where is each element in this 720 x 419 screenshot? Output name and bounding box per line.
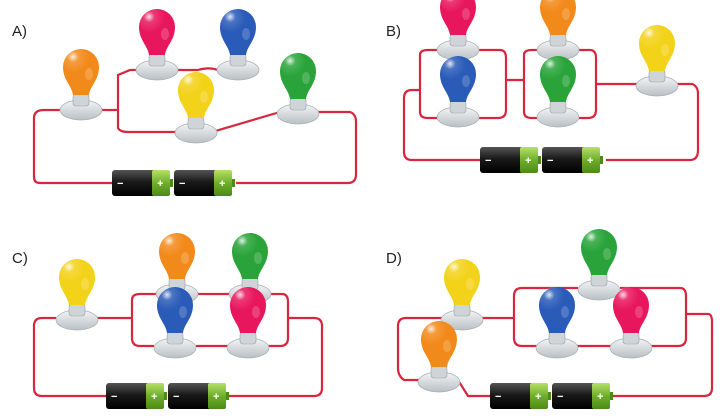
bulb-green	[276, 53, 320, 125]
plus-sign: +	[213, 391, 219, 403]
bulb-red	[135, 9, 179, 81]
battery: −+	[174, 170, 235, 196]
plus-sign: +	[587, 155, 593, 167]
plus-sign: +	[151, 391, 157, 403]
plus-sign: +	[219, 178, 225, 190]
wire	[32, 67, 358, 185]
minus-sign: −	[111, 391, 117, 403]
panel-d: D) −+ −+	[386, 229, 714, 409]
battery: −+	[112, 170, 173, 196]
battery: −+	[106, 383, 167, 409]
wire	[32, 292, 324, 398]
bulb-yellow	[635, 25, 679, 97]
bulb-yellow	[174, 72, 218, 144]
minus-sign: −	[117, 178, 123, 190]
panel-a: A) −+ −+	[12, 9, 358, 196]
plus-sign: +	[525, 155, 531, 167]
bulb-blue	[216, 9, 260, 81]
panel-c: C) −+ −+	[12, 233, 324, 409]
bulb-yellow	[440, 259, 484, 331]
bulb-orange	[536, 0, 580, 61]
plus-sign: +	[535, 391, 541, 403]
panel-label-b: B)	[386, 23, 401, 40]
bulb-yellow	[55, 258, 99, 331]
bulb-orange	[417, 321, 461, 393]
minus-sign: −	[173, 391, 179, 403]
bulb-green	[536, 56, 580, 128]
bulb-red	[609, 287, 653, 359]
minus-sign: −	[179, 178, 185, 190]
panel-label-d: D)	[386, 250, 402, 267]
minus-sign: −	[547, 155, 553, 167]
battery: −+	[480, 147, 541, 173]
bulb-red	[226, 287, 270, 359]
wire	[396, 286, 714, 398]
panel-label-a: A)	[12, 23, 27, 40]
bulb-orange	[59, 49, 103, 121]
bulb-blue	[153, 287, 197, 359]
bulb-blue	[535, 287, 579, 359]
minus-sign: −	[557, 391, 563, 403]
panel-b: B) −+ −+	[386, 0, 700, 173]
minus-sign: −	[495, 391, 501, 403]
wire	[402, 48, 700, 162]
bulb-red	[436, 0, 480, 61]
minus-sign: −	[485, 155, 491, 167]
bulb-blue	[436, 56, 480, 128]
battery: −+	[552, 383, 613, 409]
plus-sign: +	[157, 178, 163, 190]
battery: −+	[542, 147, 603, 173]
plus-sign: +	[597, 391, 603, 403]
battery: −+	[168, 383, 229, 409]
panel-label-c: C)	[12, 250, 28, 267]
battery: −+	[490, 383, 551, 409]
bulb-green	[577, 229, 621, 301]
